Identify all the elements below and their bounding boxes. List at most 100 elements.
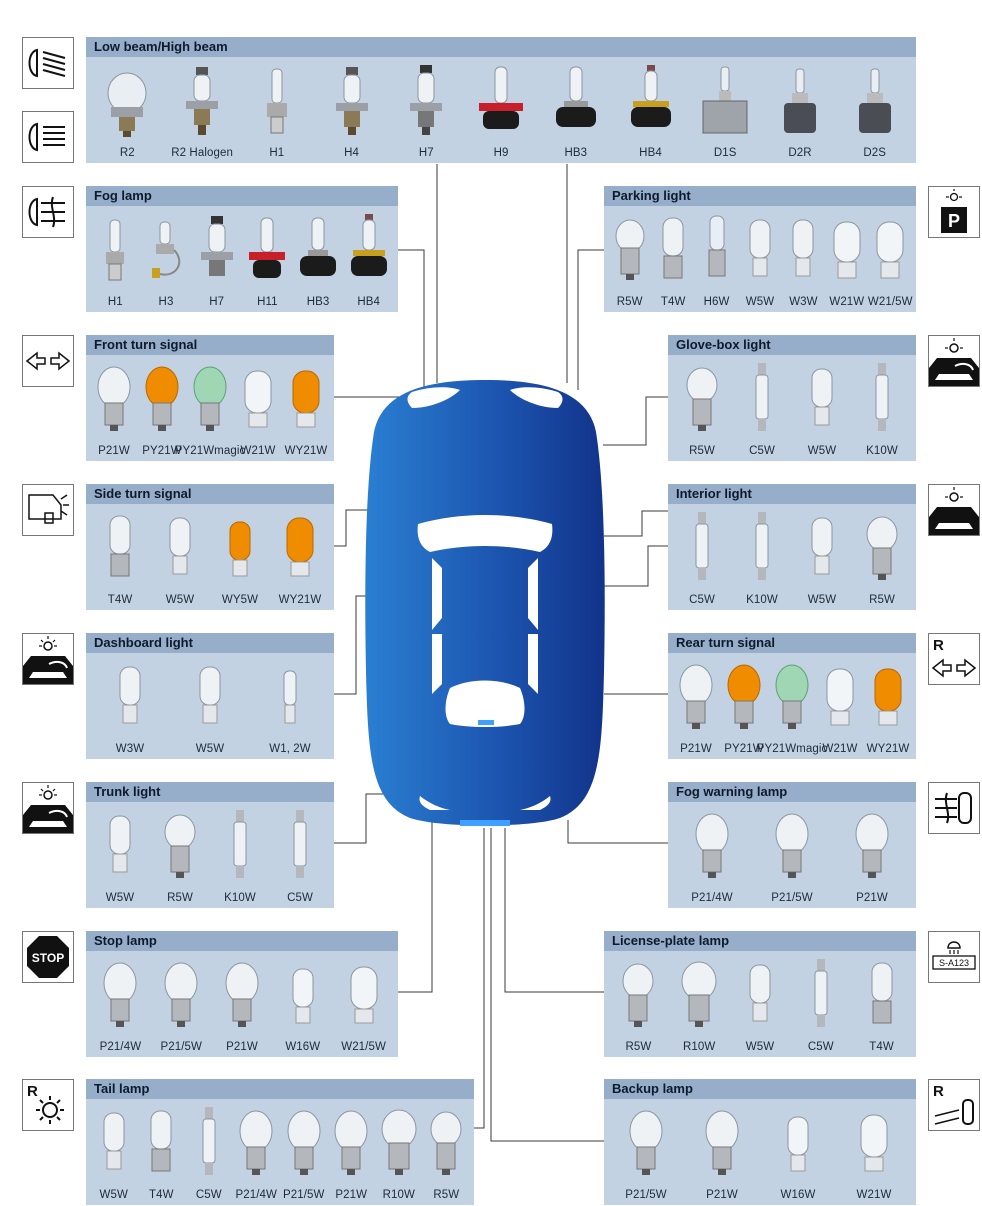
bulb-label: C5W bbox=[807, 1041, 834, 1053]
bulb-label: W16W bbox=[285, 1041, 321, 1053]
bulb-item: D2S bbox=[837, 57, 912, 163]
bulb-label: T4W bbox=[148, 1189, 174, 1201]
bulb-label: R10W bbox=[382, 1189, 415, 1201]
bulb-list: T4W W5W WY5W WY21W bbox=[86, 504, 334, 610]
high-beam-icon bbox=[22, 37, 74, 89]
bulb-list: W5W R5W K10W C5W bbox=[86, 802, 334, 908]
panel-parking-light: Parking light R5W T4W H6W W5W W3W W21W W… bbox=[604, 186, 916, 312]
bulb-item: H3 bbox=[141, 206, 192, 312]
bulb-label: W3W bbox=[789, 296, 818, 308]
bulb-label: T4W bbox=[869, 1041, 894, 1053]
bulb-item: W5W bbox=[730, 951, 791, 1057]
bulb-item: PY21Wmagic bbox=[757, 653, 827, 759]
panel-fog-lamp: Fog lamp H1 H3 H7 H11 HB3 HB4 bbox=[86, 186, 398, 312]
panel-title: Low beam/High beam bbox=[86, 37, 916, 57]
panel-title: Dashboard light bbox=[86, 633, 334, 653]
bulb-item: P21/5W bbox=[752, 802, 832, 908]
bulb-list: P21/4W P21/5W P21W W16W W21/5W bbox=[86, 951, 398, 1057]
bulb-label: H11 bbox=[257, 296, 278, 308]
bulb-label: WY21W bbox=[284, 445, 328, 457]
panel-dashboard-light: Dashboard light W3W W5W W1, 2W bbox=[86, 633, 334, 759]
bulb-item: W21/5W bbox=[333, 951, 394, 1057]
bulb-label: P21/5W bbox=[160, 1041, 202, 1053]
bulb-label: W5W bbox=[807, 594, 837, 606]
bulb-item: W5W bbox=[792, 504, 852, 610]
bulb-item: WY21W bbox=[282, 355, 330, 461]
bulb-item: W21W bbox=[836, 1099, 912, 1205]
bulb-list: C5W K10W W5W R5W bbox=[668, 504, 916, 610]
bulb-label: H6W bbox=[703, 296, 730, 308]
bulb-label: P21W bbox=[226, 1041, 258, 1053]
bulb-item: R5W bbox=[608, 951, 669, 1057]
bulb-label: R5W bbox=[869, 594, 895, 606]
bulb-item: K10W bbox=[852, 355, 912, 461]
bulb-item: P21/4W bbox=[672, 802, 752, 908]
bulb-label: R2 bbox=[119, 147, 135, 159]
bulb-item: PY21Wmagic bbox=[175, 355, 245, 461]
right-headlight bbox=[510, 387, 563, 408]
bulb-label: H1 bbox=[107, 296, 123, 308]
bulb-label: P21/5W bbox=[625, 1189, 667, 1201]
bulb-label: W21W bbox=[240, 445, 276, 457]
bulb-label: C5W bbox=[689, 594, 715, 606]
bulb-label: D2R bbox=[788, 147, 812, 159]
bulb-label: P21/5W bbox=[282, 1189, 325, 1201]
car-top-view bbox=[365, 380, 605, 826]
bulb-item: HB4 bbox=[613, 57, 688, 163]
bulb-label: P21W bbox=[680, 743, 712, 755]
bulb-item: R5W bbox=[150, 802, 210, 908]
bulb-item: H7 bbox=[191, 206, 242, 312]
bulb-item: HB3 bbox=[538, 57, 613, 163]
panel-stop-lamp: Stop lamp P21/4W P21/5W P21W W16W W21/5W bbox=[86, 931, 398, 1057]
bulb-label: WY21W bbox=[278, 594, 322, 606]
bulb-label: K10W bbox=[224, 892, 256, 904]
panel-title: Stop lamp bbox=[86, 931, 398, 951]
bulb-list: R5W R10W W5W C5W T4W bbox=[604, 951, 916, 1057]
rear-window bbox=[445, 680, 525, 727]
bulb-item: C5W bbox=[790, 951, 851, 1057]
license-plate-icon: S-A123 bbox=[928, 931, 980, 983]
panel-title: Glove-box light bbox=[668, 335, 916, 355]
panel-front-turn-signal: Front turn signal P21W PY21W PY21Wmagic … bbox=[86, 335, 334, 461]
bulb-item: P21/4W bbox=[90, 951, 151, 1057]
bulb-item: K10W bbox=[732, 504, 792, 610]
bulb-item: W21/5W bbox=[867, 206, 913, 312]
bulb-label: P21W bbox=[856, 892, 888, 904]
bulb-label: R5W bbox=[167, 892, 193, 904]
parking-letter: P bbox=[948, 211, 960, 231]
bulb-label: H3 bbox=[158, 296, 174, 308]
bulb-label: PY21W bbox=[724, 743, 764, 755]
bulb-item: PY21W bbox=[720, 653, 768, 759]
bulb-item: H9 bbox=[464, 57, 539, 163]
bulb-label: W1, 2W bbox=[269, 743, 311, 755]
bulb-list: P21W PY21W PY21Wmagic W21W WY21W bbox=[86, 355, 334, 461]
bulb-list: W5W T4W C5W P21/4W P21/5W P21W R10W R5W bbox=[86, 1099, 474, 1205]
bulb-label: R5W bbox=[433, 1189, 460, 1201]
panel-low-high-beam: Low beam/High beam R2 R2 Halogen H1 H4 H… bbox=[86, 37, 916, 163]
bulb-item: HB3 bbox=[293, 206, 344, 312]
reverse-letter: R bbox=[27, 1083, 38, 1100]
bulb-list: H1 H3 H7 H11 HB3 HB4 bbox=[86, 206, 398, 312]
reverse-letter: R bbox=[933, 1083, 944, 1100]
bulb-item: P21W bbox=[684, 1099, 760, 1205]
bulb-label: T4W bbox=[660, 296, 686, 308]
bulb-label: PY21Wmagic bbox=[756, 743, 828, 755]
bulb-label: P21/4W bbox=[99, 1041, 142, 1053]
bulb-label: C5W bbox=[195, 1189, 222, 1201]
bulb-item: W16W bbox=[760, 1099, 836, 1205]
bulb-label: H9 bbox=[493, 147, 509, 159]
panel-title: Rear turn signal bbox=[668, 633, 916, 653]
bulb-item: W5W bbox=[90, 802, 150, 908]
bulb-item: W5W bbox=[90, 1099, 138, 1205]
panel-title: Fog warning lamp bbox=[668, 782, 916, 802]
glove-box-light-icon bbox=[928, 335, 980, 387]
reverse-letter: R bbox=[933, 637, 944, 654]
bulb-item: T4W bbox=[651, 206, 694, 312]
bulb-item: D1S bbox=[688, 57, 763, 163]
parking-light-icon: P bbox=[928, 186, 980, 238]
bulb-item: W1, 2W bbox=[250, 653, 330, 759]
bulb-label: W21/5W bbox=[867, 296, 913, 308]
bulb-label: HB3 bbox=[306, 296, 330, 308]
bulb-item: W5W bbox=[170, 653, 250, 759]
